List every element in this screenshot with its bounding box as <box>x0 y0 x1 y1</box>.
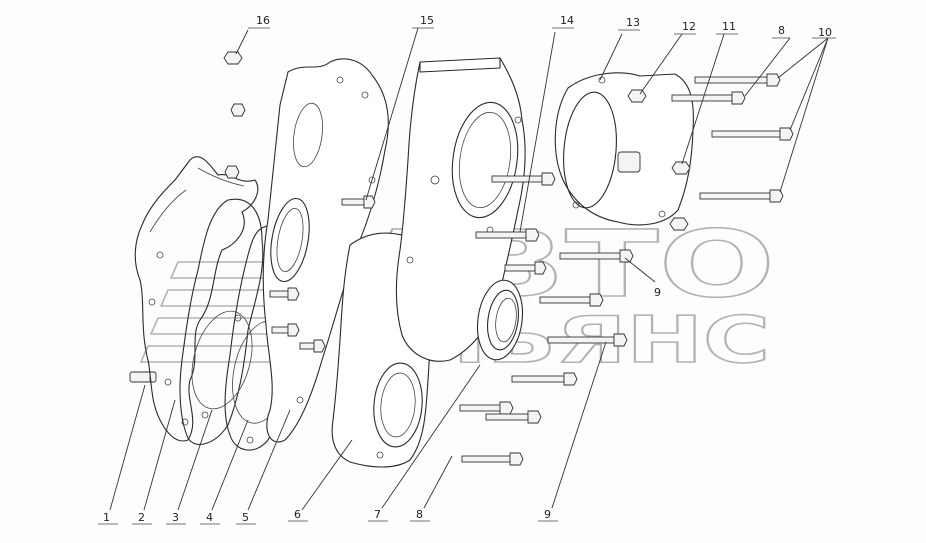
callout-1: 1 <box>103 511 110 524</box>
bolt-10a <box>694 73 781 87</box>
bolt-10d <box>699 189 784 203</box>
bolt-9a <box>559 249 634 263</box>
part-5-plate <box>262 58 389 443</box>
bolt-14b <box>475 228 540 242</box>
bolt-14a <box>491 172 556 186</box>
callout-4: 4 <box>206 511 213 524</box>
nut-12 <box>669 217 689 231</box>
callout-11: 11 <box>722 20 736 33</box>
bolt-10b <box>671 91 746 105</box>
callout-13: 13 <box>626 16 640 29</box>
nut-16c <box>224 165 240 179</box>
callout-12: 12 <box>682 20 696 33</box>
bolt-14c <box>504 261 547 275</box>
bolt-8b <box>459 401 514 415</box>
callout-8-top: 8 <box>778 24 785 37</box>
nut-11 <box>671 161 691 175</box>
part-13-cover <box>554 72 694 226</box>
callout-15: 15 <box>420 14 434 27</box>
bolt-9b <box>539 293 604 307</box>
bolt-8c <box>485 410 542 424</box>
bolt-5c <box>271 323 300 337</box>
bolt-8a <box>511 372 578 386</box>
bolt-10c <box>711 127 794 141</box>
part-1-dowel-pin <box>129 371 157 383</box>
callout-numbers: 1 2 3 4 5 6 7 8 9 9 10 11 12 13 14 15 16… <box>103 14 832 524</box>
bolt-5b <box>269 287 300 301</box>
part-7-oil-seal <box>476 279 524 361</box>
callout-14: 14 <box>560 14 574 27</box>
bolt-8d <box>461 452 524 466</box>
callout-16: 16 <box>256 14 270 27</box>
bolt-5d <box>299 339 326 353</box>
callout-9-bottom: 9 <box>544 508 551 521</box>
bolts <box>223 51 794 466</box>
callout-6: 6 <box>294 508 301 521</box>
callout-3: 3 <box>172 511 179 524</box>
nut-13 <box>627 89 647 103</box>
bolt-9c <box>547 333 628 347</box>
part-3-gasket <box>179 198 264 445</box>
callout-2: 2 <box>138 511 145 524</box>
callout-9-mid: 9 <box>654 286 661 299</box>
leader-lines <box>109 27 829 511</box>
callout-underlines <box>98 27 836 525</box>
callout-7: 7 <box>374 508 381 521</box>
nut-16b <box>230 103 246 117</box>
nut-16 <box>223 51 243 65</box>
part-2-gasket <box>134 156 259 442</box>
callout-10: 10 <box>818 26 832 39</box>
callout-8-bottom: 8 <box>416 508 423 521</box>
callout-5: 5 <box>242 511 249 524</box>
